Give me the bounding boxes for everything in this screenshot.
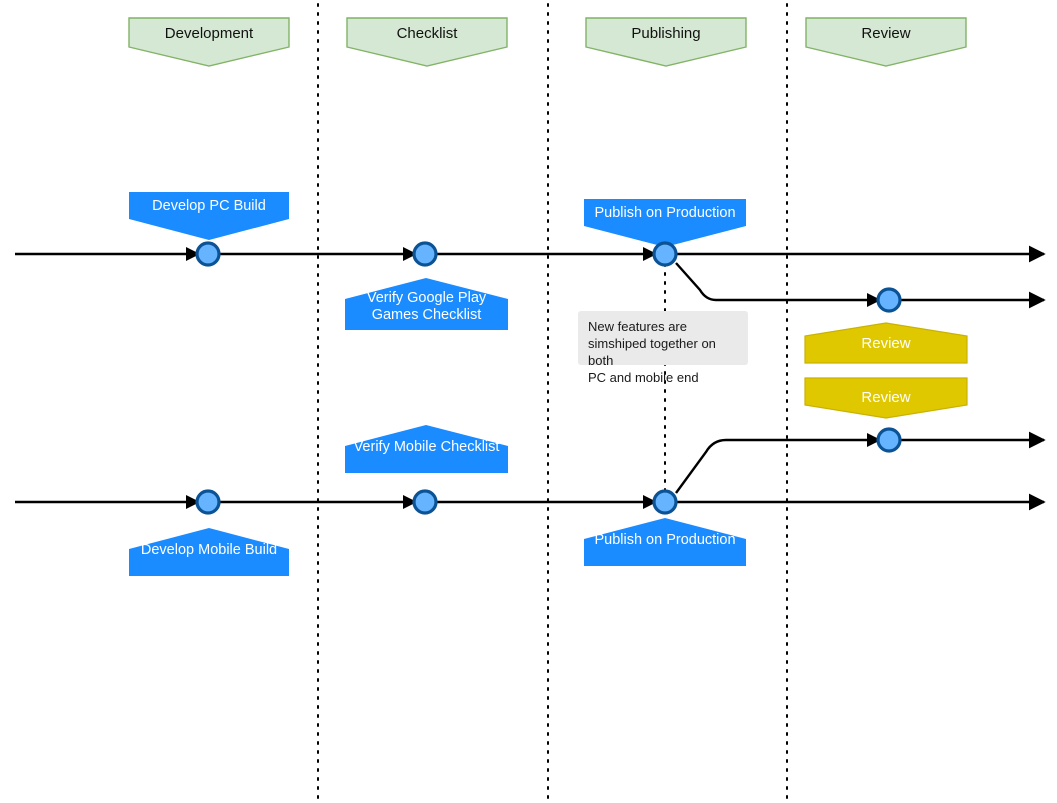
- node-review-mobile[interactable]: [876, 427, 902, 453]
- arrowhead-branch-mobile: [867, 433, 881, 447]
- action-callout-shapes: [129, 192, 746, 576]
- branch-pc-to-review: [675, 262, 1046, 309]
- timeline-nodes: [195, 241, 902, 515]
- arrowhead-pc-1: [186, 247, 200, 261]
- review-shape-pc[interactable]: [804, 322, 968, 364]
- branch-mobile-to-review: [675, 431, 1046, 494]
- phase-header-shapes: [128, 17, 967, 67]
- note-shape: [578, 311, 748, 365]
- node-verify-mobile-checklist[interactable]: [412, 489, 438, 515]
- callout-shape-verify-mobile-checklist[interactable]: [345, 425, 508, 473]
- node-develop-pc-build[interactable]: [195, 241, 221, 267]
- callout-shape-publish-production-mobile[interactable]: [584, 518, 746, 566]
- arrowhead-branch-pc: [867, 293, 881, 307]
- phase-header-shape-checklist[interactable]: [346, 17, 508, 67]
- arrowhead-pc-3: [643, 247, 657, 261]
- phase-header-shape-publishing[interactable]: [585, 17, 747, 67]
- phase-dividers: [317, 3, 788, 800]
- callout-shape-publish-production-pc[interactable]: [584, 199, 746, 247]
- timelines: [15, 245, 1046, 511]
- review-shape-mobile[interactable]: [804, 377, 968, 419]
- note-line-3: PC and mobile end: [588, 370, 699, 386]
- callout-shape-verify-google-play[interactable]: [345, 278, 508, 330]
- arrowhead-mobile-2: [403, 495, 417, 509]
- node-publish-pc[interactable]: [652, 241, 678, 267]
- note-line-2: simshiped together on both: [588, 336, 716, 369]
- phase-header-shape-development[interactable]: [128, 17, 290, 67]
- note-box-simship[interactable]: [578, 311, 748, 365]
- review-shapes: [804, 322, 968, 419]
- node-review-pc[interactable]: [876, 287, 902, 313]
- node-publish-mobile[interactable]: [652, 489, 678, 515]
- phase-header-shape-review[interactable]: [805, 17, 967, 67]
- node-verify-google-play[interactable]: [412, 241, 438, 267]
- callout-shape-develop-pc-build[interactable]: [129, 192, 289, 240]
- callout-shape-develop-mobile-build[interactable]: [129, 528, 289, 576]
- node-develop-mobile-build[interactable]: [195, 489, 221, 515]
- note-label-simship: New features are simshiped together on b…: [578, 311, 748, 385]
- note-line-1: New features are: [588, 319, 687, 334]
- arrowhead-mobile-1: [186, 495, 200, 509]
- arrowhead-mobile-3: [643, 495, 657, 509]
- arrowhead-pc-2: [403, 247, 417, 261]
